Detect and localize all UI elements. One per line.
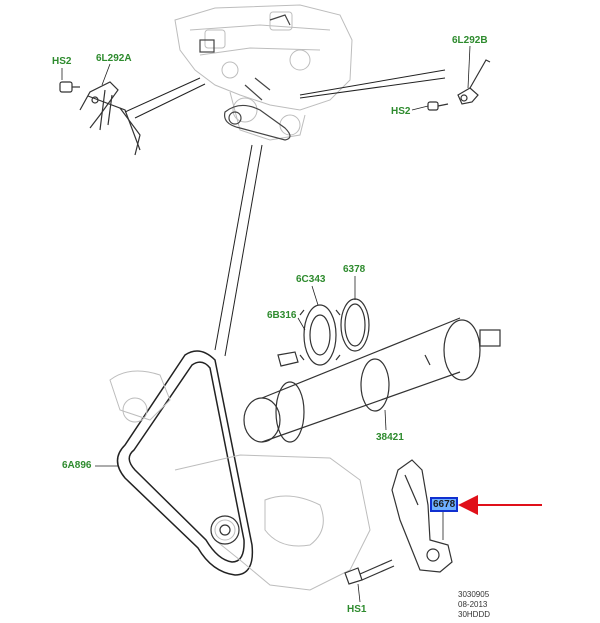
bolt-hs2-right (427, 101, 449, 111)
callout-leaders (61, 45, 471, 603)
callout-6l292b: 6L292B (452, 35, 488, 46)
key-6b316 (277, 351, 299, 367)
callout-hs2-right: HS2 (391, 106, 411, 117)
leader-lines-center (214, 144, 263, 357)
callout-hs2-left: HS2 (52, 56, 72, 67)
tensioner-left (79, 81, 141, 156)
callout-6378: 6378 (343, 264, 366, 275)
callout-6a896: 6A896 (62, 460, 92, 471)
ring-6378 (340, 298, 370, 352)
oil-pump-housing (109, 370, 371, 591)
reference-block: 3030905 08-2013 30HDDD (458, 590, 490, 620)
bolt-hs1 (344, 559, 395, 585)
bolt-hs2-left (59, 81, 80, 93)
tensioner-right (457, 59, 491, 105)
leader-lines-top (124, 69, 446, 119)
sprocket-6c343 (299, 304, 341, 366)
lower-sprocket (210, 515, 240, 545)
callout-6678-highlighted[interactable]: 6678 (430, 497, 459, 512)
callout-hs1: HS1 (347, 604, 367, 615)
callout-6b316: 6B316 (267, 310, 297, 321)
timing-belt (116, 350, 254, 576)
reference-number: 3030905 (458, 590, 490, 599)
balance-shaft (243, 317, 501, 443)
engine-block-top (174, 4, 353, 141)
timing-parts-top (199, 14, 291, 141)
reference-date: 08-2013 (458, 600, 488, 609)
reference-code: 30HDDD (458, 610, 491, 619)
callout-38421: 38421 (376, 432, 404, 443)
callout-6l292a: 6L292A (96, 53, 132, 64)
callout-6c343: 6C343 (296, 274, 326, 285)
tensioner-lever (391, 459, 453, 573)
